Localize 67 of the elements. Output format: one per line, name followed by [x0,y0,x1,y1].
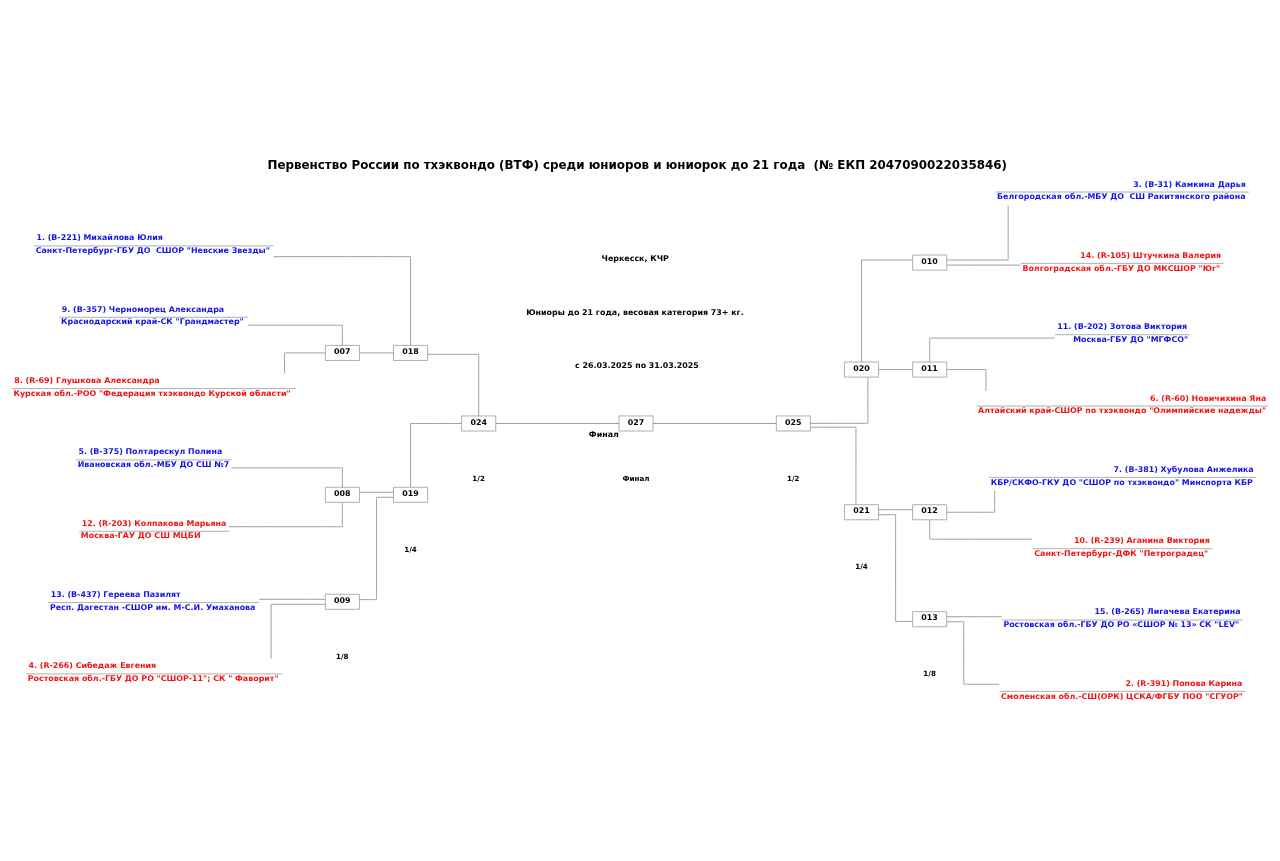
connector [359,491,394,493]
label: 1/4 [855,561,868,571]
label: 1/8 [923,668,936,678]
node-box: 010 [912,254,948,270]
node-box: 024 [461,415,497,431]
connector [878,508,913,510]
connector [861,259,913,363]
label: Юниоры до 21 года, весовая категория 73+ кг. [526,306,744,316]
node-text: 8. (R-69) Глушкова Александра Курская обл.-РОО "Федерация тхэквондо Курской области" [13,375,291,398]
label: 1/2 [787,473,800,483]
connector [410,422,462,488]
connector [946,615,1003,617]
connector [929,518,1033,540]
connector [495,422,620,424]
node-box: 020 [844,361,879,377]
connector [284,351,326,374]
node-box: 009 [324,593,360,610]
node-text: 3. (B-31) Камкина Дарья Белгородская обл.-МБУ ДО СШ Ракитянского района [997,178,1246,201]
node-text: 6. (R-60) Новичихина Яна Алтайский край-СШОР по тхэквондо "Олимпийские надежды" [978,392,1267,415]
node-label: Финал [588,429,619,439]
label: с 26.03.2025 по 31.03.2025 [575,360,699,370]
connector [359,351,394,353]
node-text: 5. (B-375) Полтарескул Полина Ивановская обл.-МБУ ДО СШ №7 [77,446,230,469]
node-text: 1. (B-221) Михайлова Юлия Санкт-Петербург-ГБУ ДО СШОР "Невские Звезды" [35,232,270,255]
node-text: 9. (B-357) Черноморец Александра Краснодарский край-СК "Грандмастер" [61,304,244,326]
node-box: 021 [844,503,879,520]
label: Черкесск, КЧР [601,253,669,263]
connector [929,337,1056,362]
label: Финал [622,473,650,483]
connector [946,489,996,513]
node-text: 12. (R-203) Колпакова Марьяна Москва-ГАУ ДО СШ МЦБИ [80,518,227,540]
connector [946,264,1022,266]
node-box: 025 [775,415,811,431]
label: 1/8 [336,651,349,661]
node-box: 013 [912,610,948,627]
node-text: 15. (B-265) Лигачева Екатерина Ростовская обл.-ГБУ ДО РО «СШОР № 13» СК "LEV" [1003,606,1241,629]
connector [878,368,913,370]
node-box: 018 [393,344,428,361]
node-text: 13. (B-437) Гереева Пазилят Респ. Дагестан -СШОР им. М-С.И. Умаханова [49,589,256,612]
label: 1/2 [472,473,485,483]
node-box: 011 [912,361,948,377]
connector [946,368,987,391]
node-box: 027 [618,415,654,431]
connector [231,466,343,488]
connector [273,255,412,346]
node-text: 4. (R-266) Сибедаж Евгения Ростовская обл.-ГБУ ДО РО "СШОР-11"; СК " Фаворит" [27,660,279,683]
diagram-title: Первенство России по тхэквондо (ВТФ) среди юниоров и юниорок до 21 года (№ ЕКП 2047090022035846) [267,157,1007,172]
node-box: 019 [393,486,428,503]
node-text: 14. (R-105) Штучкина Валерия Волгоградская обл.-ГБУ ДО МКСШОР "Юг" [1022,250,1222,273]
node-box: 008 [324,486,360,503]
connector [247,324,343,346]
node-box: 012 [912,503,948,520]
connector [810,376,869,424]
label: 1/4 [404,544,417,554]
connector [652,422,777,424]
connector [427,353,480,416]
node-text: 10. (R-239) Аганина Виктория Санкт-Петербург-ДФК "Петроградец" [1034,535,1210,558]
node-text: 7. (B-381) Хубулова Анжелика КБР/СКФО-ГКУ ДО "СШОР по тхэквондо" Минспорта КБР [990,464,1254,486]
connector [228,501,343,527]
connector [810,426,857,505]
node-text: 11. (B-202) Зотова Виктория Москва-ГБУ ДО "МГФСО" [1057,321,1189,344]
connector [946,204,1009,261]
node-text: 2. (R-391) Попова Карина Смоленская обл.-СШ(ОРК) ЦСКА/ФГБУ ПОО "СГУОР" [1001,678,1243,700]
connector [946,620,1000,685]
node-box: 007 [324,344,360,361]
connector [270,603,326,659]
connector [258,598,326,600]
